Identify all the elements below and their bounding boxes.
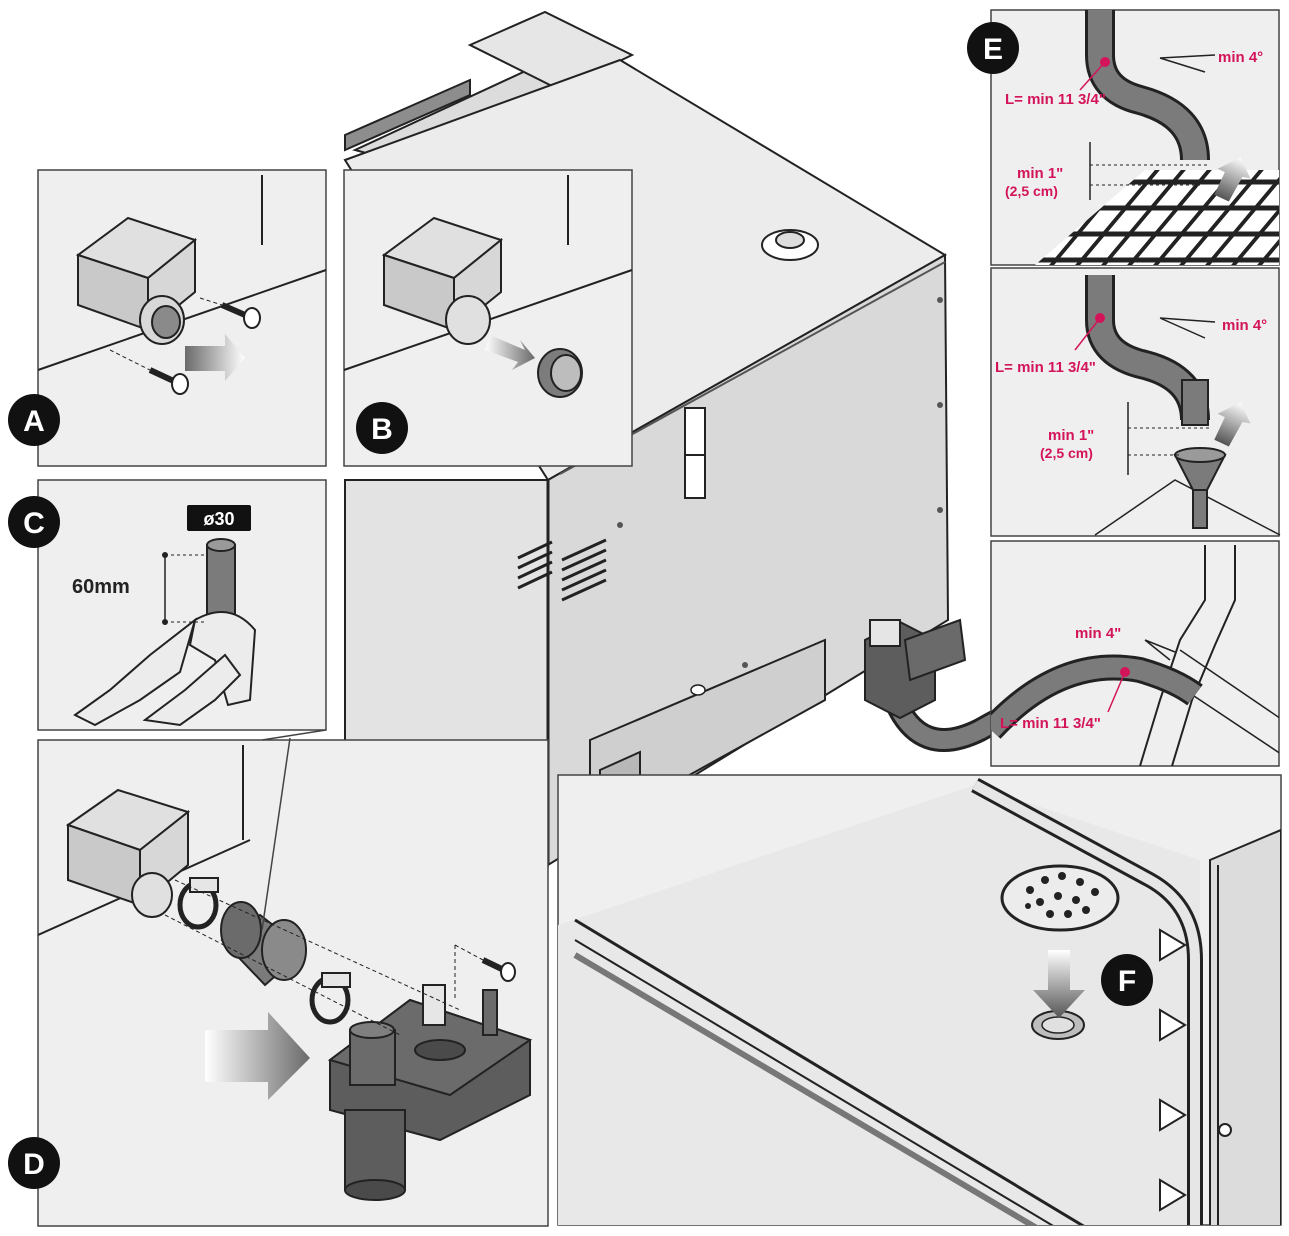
step-badge-c: C: [8, 496, 60, 548]
panel-c: 60mm ø30: [37, 479, 327, 731]
panel-a: [37, 169, 327, 467]
gap-label: min 1": [1017, 165, 1063, 182]
step-badge-b: B: [356, 402, 408, 454]
arrow-icon: [185, 334, 245, 381]
hose-length-label: L= min 11 3/4": [995, 359, 1096, 376]
gap-metric-label: (2,5 cm): [1005, 183, 1058, 199]
arrow-icon: [205, 1012, 310, 1100]
panel-e-middle: min 4° L= min 11 3/4" min 1" (2,5 cm): [990, 267, 1281, 537]
gap-metric-label: (2,5 cm): [1040, 445, 1093, 461]
svg-text:C: C: [23, 507, 45, 540]
svg-text:E: E: [983, 33, 1003, 66]
slope-label: min 4°: [1218, 49, 1263, 66]
hose-clamp-icon: [309, 972, 351, 1025]
hose-clamp-icon: [177, 877, 219, 930]
arrow-icon: [1214, 157, 1251, 202]
step-badge-e: E: [967, 22, 1019, 74]
svg-text:B: B: [371, 413, 393, 446]
funnel-icon: [1173, 447, 1227, 529]
panel-e-top: min 4° L= min 11 3/4" min 1" (2,5 cm): [990, 9, 1280, 266]
screw-icon: [148, 367, 189, 395]
panel-f: [557, 774, 1282, 1226]
gap-label: min 1": [1048, 427, 1094, 444]
arrow-icon: [1033, 950, 1085, 1018]
screw-icon: [481, 957, 516, 982]
step-badge-f: F: [1101, 954, 1153, 1006]
diameter-badge: [187, 505, 251, 531]
svg-text:A: A: [23, 405, 45, 438]
arrow-icon: [1214, 402, 1251, 447]
svg-text:D: D: [23, 1148, 45, 1181]
panel-b: [343, 169, 633, 467]
step-badge-a: A: [8, 394, 60, 446]
panel-d: [37, 729, 549, 1227]
drain-filter-icon: [1000, 864, 1120, 932]
hose-length-label: L= min 11 3/4": [1005, 91, 1106, 108]
slope-label: min 4°: [1222, 317, 1267, 334]
hose-length-label: L= min 11 3/4": [1000, 715, 1101, 732]
length-label: 60mm: [72, 576, 130, 598]
screw-icon: [220, 302, 261, 329]
svg-text:F: F: [1118, 965, 1136, 998]
slope-label: min 4": [1075, 625, 1121, 642]
diameter-label: ø30: [203, 509, 234, 529]
panel-e-bottom: min 4" L= min 11 3/4": [990, 540, 1280, 767]
drain-pump-icon: [327, 984, 533, 1201]
step-badge-d: D: [8, 1137, 60, 1189]
arrow-icon: [485, 335, 535, 370]
